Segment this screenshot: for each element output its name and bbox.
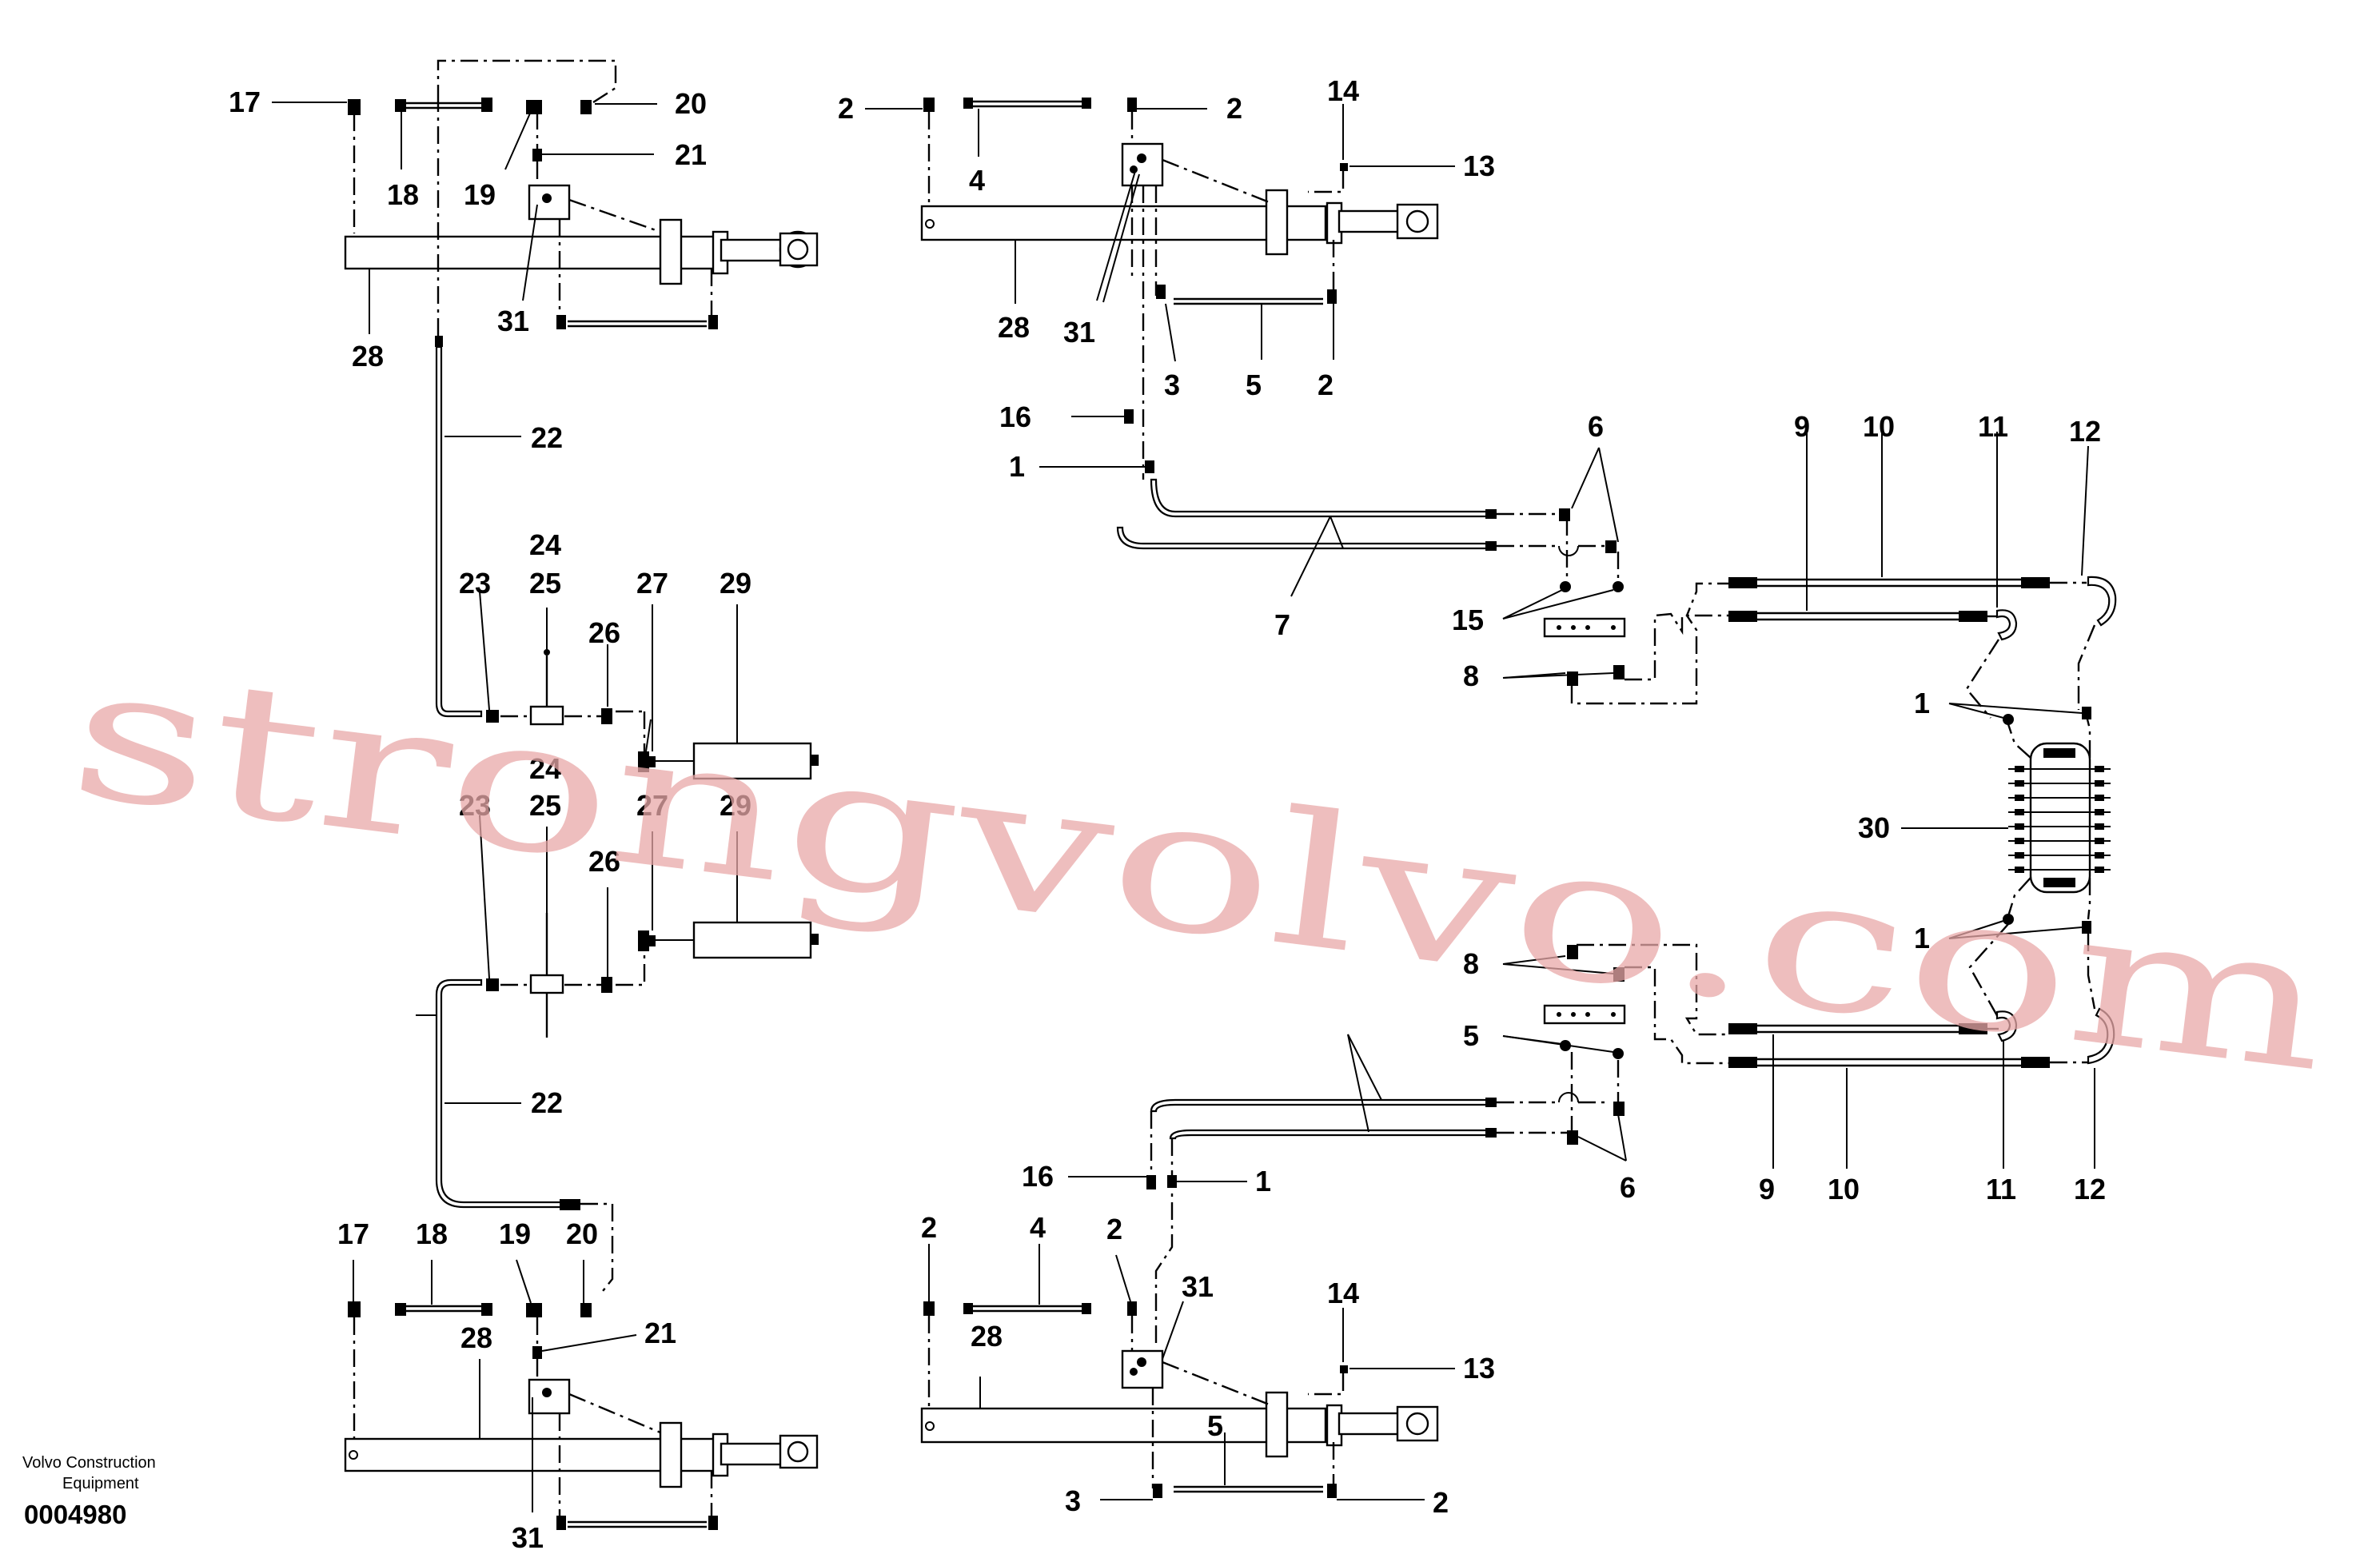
callout-22: 22 — [531, 421, 563, 454]
callout-1: 1 — [1914, 687, 1930, 719]
callout-8: 8 — [1463, 659, 1479, 692]
callout-26: 26 — [588, 845, 620, 878]
caption-block: Volvo Construction Equipment 0004980 — [22, 1454, 156, 1529]
callout-23: 23 — [459, 567, 491, 600]
callout-31: 31 — [1182, 1270, 1214, 1303]
center-group — [416, 336, 819, 1296]
callout-24: 24 — [529, 528, 561, 561]
callout-3: 3 — [1164, 369, 1180, 401]
callout-4: 4 — [969, 164, 985, 197]
assembly-bottom-right — [920, 1244, 1455, 1500]
callout-21: 21 — [675, 138, 707, 171]
valve-block-30 — [1901, 703, 2111, 939]
callout-10: 10 — [1828, 1173, 1860, 1205]
callout-24: 24 — [529, 752, 561, 785]
callout-9: 9 — [1794, 410, 1810, 443]
callout-11: 11 — [1986, 1173, 2016, 1205]
callout-5: 5 — [1207, 1409, 1223, 1442]
callout-12: 12 — [2069, 415, 2101, 448]
callout-14: 14 — [1327, 1277, 1359, 1309]
hose-set-9-10-top — [1728, 432, 2117, 719]
callout-28: 28 — [460, 1321, 492, 1354]
callout-16: 16 — [1022, 1160, 1054, 1193]
callout-1: 1 — [1255, 1165, 1271, 1197]
callout-25: 25 — [529, 567, 561, 600]
callout-29: 29 — [720, 567, 751, 600]
callout-26: 26 — [588, 616, 620, 649]
callout-8: 8 — [1463, 947, 1479, 980]
callout-15: 15 — [1452, 604, 1484, 636]
callout-2: 2 — [1106, 1213, 1122, 1245]
hose-set-bottom — [1068, 1034, 1607, 1343]
callout-3: 3 — [1065, 1484, 1081, 1517]
callout-18: 18 — [387, 178, 419, 211]
assembly-top-left — [272, 59, 819, 336]
callout-12: 12 — [2074, 1173, 2106, 1205]
callout-20: 20 — [566, 1217, 598, 1250]
cylinder-body — [344, 235, 723, 270]
callout-31: 31 — [512, 1521, 544, 1554]
callout-11: 11 — [1978, 410, 2008, 443]
callout-30: 30 — [1858, 811, 1890, 844]
callout-5: 5 — [1246, 369, 1262, 401]
callout-21: 21 — [644, 1317, 676, 1349]
assembly-bottom-left — [344, 1259, 819, 1530]
callout-19: 19 — [499, 1217, 531, 1250]
callout-23: 23 — [459, 789, 491, 822]
callout-28: 28 — [352, 340, 384, 373]
callout-13: 13 — [1463, 149, 1495, 182]
callout-16: 16 — [999, 400, 1031, 433]
caption-line-1: Volvo Construction — [22, 1454, 156, 1472]
callout-2: 2 — [1226, 92, 1242, 125]
caption-line-2: Equipment — [62, 1475, 139, 1492]
callout-27: 27 — [636, 567, 668, 600]
callout-28: 28 — [998, 311, 1030, 344]
callout-numbers: 17 18 19 20 21 31 28 2 2 4 14 13 28 31 3… — [229, 74, 2106, 1554]
callout-2: 2 — [921, 1211, 937, 1244]
callout-31: 31 — [1063, 316, 1095, 349]
bracket-group-top — [1502, 447, 1728, 705]
callout-1: 1 — [1009, 450, 1025, 483]
callout-17: 17 — [337, 1217, 369, 1250]
assembly-top-right — [865, 98, 1455, 480]
cylinder-body — [920, 1407, 1327, 1444]
callout-2: 2 — [838, 92, 854, 125]
callout-1: 1 — [1914, 922, 1930, 954]
callout-27: 27 — [636, 789, 668, 822]
callout-18: 18 — [416, 1217, 448, 1250]
callout-28: 28 — [971, 1320, 1003, 1353]
callout-22: 22 — [531, 1086, 563, 1119]
callout-14: 14 — [1327, 74, 1359, 107]
callout-10: 10 — [1863, 410, 1895, 443]
callout-20: 20 — [675, 87, 707, 120]
callout-6: 6 — [1588, 410, 1604, 443]
callout-9: 9 — [1759, 1173, 1775, 1205]
callout-5: 5 — [1463, 1019, 1479, 1052]
callout-13: 13 — [1463, 1352, 1495, 1385]
bracket-group-bottom — [1502, 943, 1728, 1162]
watermark-text: strongvolvo.com — [60, 625, 2339, 1114]
callout-31: 31 — [497, 305, 529, 337]
callout-19: 19 — [464, 178, 496, 211]
callout-2: 2 — [1318, 369, 1334, 401]
callout-4: 4 — [1030, 1211, 1046, 1244]
callout-2: 2 — [1433, 1486, 1449, 1519]
callout-29: 29 — [720, 789, 751, 822]
hose-set-9-10-bottom — [1728, 923, 2115, 1169]
callout-6: 6 — [1620, 1171, 1636, 1204]
callout-17: 17 — [229, 86, 261, 118]
callout-7: 7 — [1274, 608, 1290, 641]
document-number: 0004980 — [24, 1500, 126, 1529]
callout-25: 25 — [529, 789, 561, 822]
hose-set-7 — [1116, 478, 1617, 597]
